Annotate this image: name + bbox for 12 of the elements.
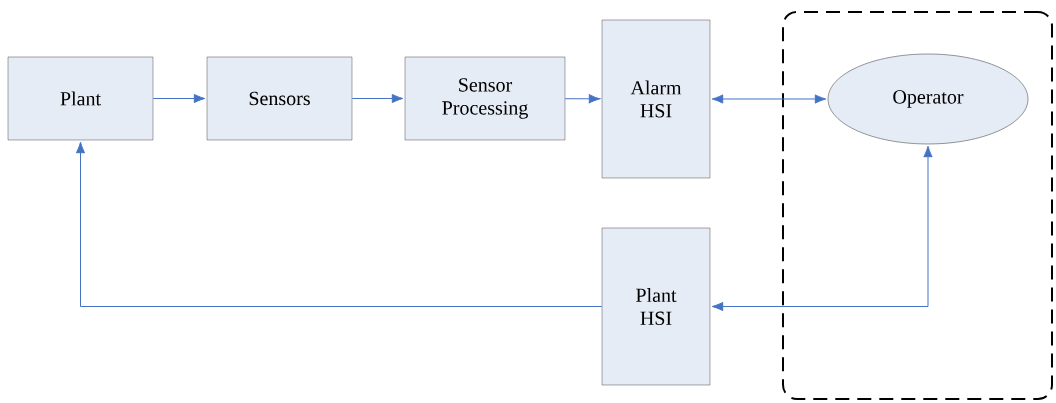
arrow (351, 93, 404, 104)
arrow (75, 141, 603, 307)
process-box: Plant HSI (601, 227, 711, 386)
arrow (711, 94, 827, 104)
arrow (564, 94, 601, 104)
process-box: Plant (7, 56, 154, 141)
process-box: Sensors (206, 56, 353, 141)
process-box: Alarm HSI (601, 19, 711, 179)
process-box: Sensor Processing (404, 56, 566, 141)
arrow (152, 93, 206, 104)
arrow (711, 145, 933, 312)
dashed-boundary (782, 11, 1053, 400)
